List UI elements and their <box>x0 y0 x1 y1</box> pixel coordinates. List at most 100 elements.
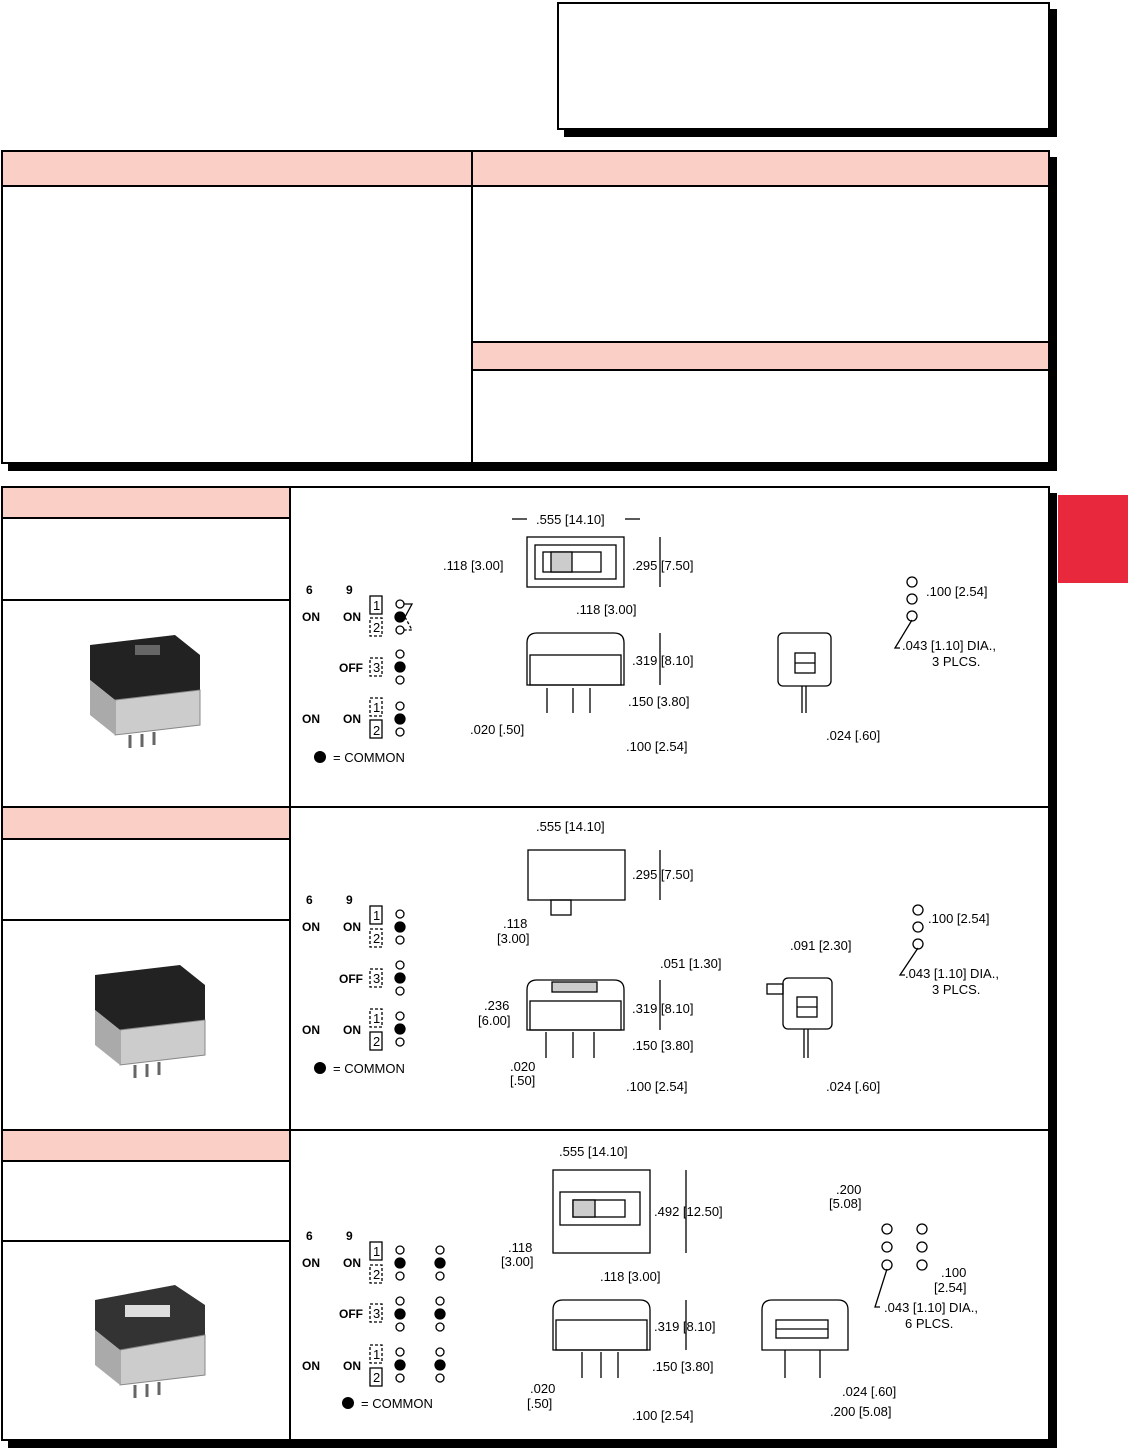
model-header-1 <box>3 488 289 519</box>
dimension-label: .020 <box>510 1059 535 1074</box>
dimension-label: [.50] <box>510 1073 535 1088</box>
dimension-label: ON <box>343 1359 361 1373</box>
common-legend: = COMMON <box>333 750 405 765</box>
product-photo-2 <box>95 965 206 1078</box>
dimension-label: [2.54] <box>934 1280 967 1295</box>
divider <box>3 919 289 921</box>
dimension-label: OFF <box>339 972 363 986</box>
dim-hole-pitch: .100 [2.54] <box>926 584 987 599</box>
dimension-label: .200 [5.08] <box>830 1404 891 1419</box>
dimension-label: 1 <box>373 700 380 715</box>
dimension-label: .118 <box>503 916 527 931</box>
dimension-label: 9 <box>346 893 353 907</box>
dimension-label: 1 <box>373 1011 380 1026</box>
dimension-label: ON <box>302 1359 320 1373</box>
dimension-label: 2 <box>373 1267 380 1282</box>
dimension-label: .150 [3.80] <box>652 1359 713 1374</box>
position-header: 6 <box>306 583 313 597</box>
dimension-label: .091 [2.30] <box>790 938 851 953</box>
dim-pin-thickness: .024 [.60] <box>826 728 880 743</box>
dimension-label: .100 [2.54] <box>632 1408 693 1423</box>
dimension-label: ON <box>302 712 320 726</box>
dimension-label: ON <box>343 1023 361 1037</box>
dimension-label: .492 [12.50] <box>654 1204 723 1219</box>
dim-hole-count: 3 PLCS. <box>932 654 980 669</box>
row-divider <box>3 1129 1048 1131</box>
common-dot-icon <box>314 751 326 763</box>
dimension-label: ON <box>343 610 361 624</box>
dimension-label: .043 [1.10] DIA., <box>884 1300 978 1315</box>
dim-height: .295 [7.50] <box>632 558 693 573</box>
dim-width: .555 [14.10] <box>536 512 605 527</box>
section-tab <box>1058 495 1128 583</box>
dimension-label: .100 [2.54] <box>928 911 989 926</box>
dimension-label: .319 [8.10] <box>632 1001 693 1016</box>
drawing-section-2: 6 9 ON ON OFF ON ON 1 2 3 1 2 = COMMON .… <box>302 819 999 1094</box>
dimension-label: 2 <box>373 1034 380 1049</box>
dimension-label: .555 [14.10] <box>536 819 605 834</box>
dimension-label: .555 [14.10] <box>559 1144 628 1159</box>
dimension-label: OFF <box>339 1307 363 1321</box>
dim-pitch: .100 [2.54] <box>626 739 687 754</box>
dimension-label: .100 <box>941 1265 966 1280</box>
dimension-label: = COMMON <box>361 1396 433 1411</box>
dimension-label: .236 <box>484 998 509 1013</box>
column-divider <box>471 152 473 462</box>
dimension-label: [5.08] <box>829 1196 862 1211</box>
position-header: 9 <box>346 583 353 597</box>
model-header-3 <box>3 1131 289 1162</box>
dimension-label: ON <box>343 1256 361 1270</box>
dimension-label: .051 [1.30] <box>660 956 721 971</box>
dimension-label: .118 [3.00] <box>600 1269 660 1284</box>
dimension-label: .024 [.60] <box>842 1384 896 1399</box>
dimension-label: 1 <box>373 1347 380 1362</box>
dim-actuator-width: .118 [3.00] <box>576 602 636 617</box>
specifications-header <box>472 152 1048 187</box>
features-header <box>3 152 472 187</box>
model-header-2 <box>3 808 289 840</box>
dimension-label: .043 [1.10] DIA., <box>905 966 999 981</box>
dimension-label: [3.00] <box>497 931 530 946</box>
dim-actuator-height: .118 [3.00] <box>443 558 503 573</box>
dimension-label: 3 <box>373 660 380 675</box>
dimension-label: 6 <box>306 893 313 907</box>
dimension-label: 1 <box>373 598 380 613</box>
dimension-label: .100 [2.54] <box>626 1079 687 1094</box>
dimension-label: ON <box>343 920 361 934</box>
dim-body-height: .319 [8.10] <box>632 653 693 668</box>
specifications-box <box>1 150 1050 464</box>
title-box <box>557 2 1050 130</box>
dimension-label: .020 <box>530 1381 555 1396</box>
product-column-divider <box>289 488 291 1439</box>
dimension-label: .295 [7.50] <box>632 867 693 882</box>
dimension-label: 2 <box>373 1370 380 1385</box>
dimension-label: .150 [3.80] <box>632 1038 693 1053</box>
dimension-label: 2 <box>373 723 380 738</box>
dimension-label: 2 <box>373 931 380 946</box>
dimension-label: 3 <box>373 971 380 986</box>
dimension-label: .319 [8.10] <box>654 1319 715 1334</box>
product-photo-3 <box>95 1285 206 1398</box>
dimension-label: 3 <box>373 1306 380 1321</box>
dim-pin-width: .020 [.50] <box>470 722 524 737</box>
dimension-label: 3 PLCS. <box>932 982 980 997</box>
dimension-label: ON <box>343 712 361 726</box>
common-dot-icon <box>314 1062 326 1074</box>
dimension-label: [.50] <box>527 1396 552 1411</box>
divider <box>3 599 289 601</box>
dim-pin-length: .150 [3.80] <box>628 694 689 709</box>
row-divider <box>3 806 1048 808</box>
dimension-label: 6 PLCS. <box>905 1316 953 1331</box>
materials-header <box>473 341 1048 371</box>
dimension-label: ON <box>302 1256 320 1270</box>
dimension-label: [6.00] <box>478 1013 511 1028</box>
switch-schematic: 6 9 ON ON OFF ON ON 1 2 3 1 2 = COMMON <box>302 583 405 765</box>
dimension-label: 2 <box>373 620 380 635</box>
dimension-label: 6 <box>306 1229 313 1243</box>
product-photo-1 <box>90 635 201 748</box>
drawing-section-3: 6 9 ON ON OFF ON ON 1 2 3 1 2 = COMMON .… <box>302 1144 978 1423</box>
dim-hole-diameter: .043 [1.10] DIA., <box>902 638 996 653</box>
drawing-section-1: 6 9 ON ON OFF ON ON 1 2 3 1 2 = COMMON . <box>302 512 996 765</box>
dimension-label: 1 <box>373 908 380 923</box>
divider <box>3 1240 289 1242</box>
